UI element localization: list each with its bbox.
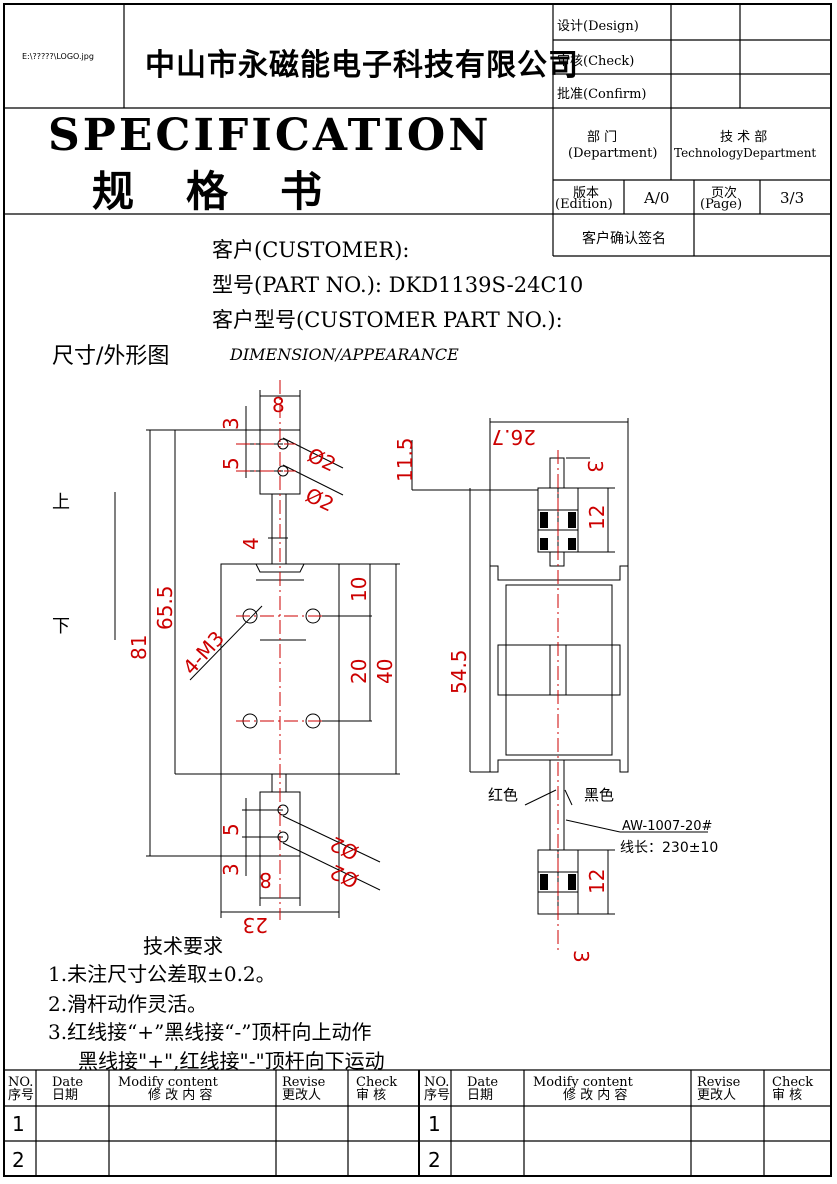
wire-spec: AW-1007-20# [622, 819, 712, 834]
page-value: 3/3 [780, 189, 805, 207]
part-no-line: 型号(PART NO.): DKD1139S-24C10 [212, 273, 584, 297]
dim-phi2-bot-b: Ø2 [326, 859, 362, 893]
dim-11-5: 11.5 [393, 437, 417, 482]
page-label-cn: 页次 [711, 186, 738, 201]
customer-part-line: 客户型号(CUSTOMER PART NO.): [212, 308, 563, 332]
label-up: 上 [52, 492, 70, 513]
requirement-1: 1.未注尺寸公差取±0.2。 [48, 962, 276, 986]
right-body [489, 565, 629, 773]
dim-5-bot: 5 [219, 823, 243, 836]
rev-header-no-right: NO.序号 [424, 1075, 451, 1103]
department-value-cn: 技 术 部 [720, 130, 768, 145]
dim-5-top: 5 [219, 457, 243, 470]
dim-8-bot: 8 [259, 868, 272, 892]
design-label: 设计(Design) [557, 19, 639, 34]
edition-value: A/0 [644, 189, 670, 207]
logo-placeholder: E:\?????\LOGO.jpg [22, 52, 94, 61]
dim-phi2-top-b: Ø2 [302, 483, 338, 517]
department-value-en: TechnologyDepartment [674, 146, 817, 160]
rev-row-2-left: 2 [12, 1148, 25, 1172]
dim-40: 40 [373, 659, 397, 684]
rev-row-1-right: 1 [428, 1112, 441, 1136]
dim-20: 20 [347, 659, 371, 684]
page-label-en: (Page) [700, 197, 743, 212]
dim-23: 23 [243, 913, 268, 937]
department-label-en: (Department) [568, 146, 658, 161]
department-label-cn: 部 门 [587, 130, 618, 145]
dim-phi2-top-a: Ø2 [304, 443, 340, 477]
page-frame [3, 3, 832, 1177]
customer-sign-label: 客户确认签名 [582, 231, 666, 247]
rev-row-1-left: 1 [12, 1112, 25, 1136]
edition-label-en: (Edition) [555, 197, 613, 212]
confirm-label: 批准(Confirm) [557, 87, 647, 102]
dim-8-top: 8 [272, 393, 285, 417]
dim-81: 81 [127, 635, 151, 660]
dim-10: 10 [347, 577, 371, 602]
dim-3-bot: 3 [219, 863, 243, 876]
label-down: 下 [52, 616, 70, 637]
dim-phi2-bot-a: Ø2 [326, 831, 362, 865]
edition-label-cn: 版本 [573, 186, 600, 201]
rev-header-no-left: NO.序号 [8, 1075, 35, 1103]
top-rod [271, 493, 287, 565]
requirement-3b: 黑线接"+",红线接"-"顶杆向下运动 [78, 1049, 385, 1073]
spec-title-cn: 规格书 [92, 167, 375, 216]
requirements-title: 技术要求 [143, 934, 223, 958]
dimension-title-en: DIMENSION/APPEARANCE [230, 345, 459, 364]
company-name: 中山市永磁能电子科技有限公司 [145, 48, 579, 83]
wire-length: 线长：230±10 [620, 840, 718, 856]
red-wire-label: 红色 [488, 786, 518, 804]
dim-12-right-top: 12 [585, 505, 609, 530]
dim-26-7: 26.7 [491, 425, 536, 449]
rev-row-2-right: 2 [428, 1148, 441, 1172]
dim-54-5: 54.5 [447, 649, 471, 694]
dimension-title-cn: 尺寸/外形图 [52, 344, 170, 369]
dim-3-right-bot: 3 [569, 950, 593, 963]
check-label: 审核(Check) [557, 54, 635, 69]
dim-4: 4 [239, 537, 263, 550]
customer-line: 客户(CUSTOMER): [212, 238, 410, 262]
dim-3-top: 3 [219, 417, 243, 430]
dim-12-right-bot: 12 [585, 869, 609, 894]
dim-3-right: 3 [583, 460, 607, 473]
black-wire-label: 黑色 [584, 786, 614, 804]
dim-65-5: 65.5 [153, 585, 177, 630]
requirement-2: 2.滑杆动作灵活。 [48, 992, 208, 1016]
spec-title-en: SPECIFICATION [48, 110, 492, 161]
requirement-3: 3.红线接“+”黑线接“-”顶杆向上动作 [48, 1020, 372, 1044]
